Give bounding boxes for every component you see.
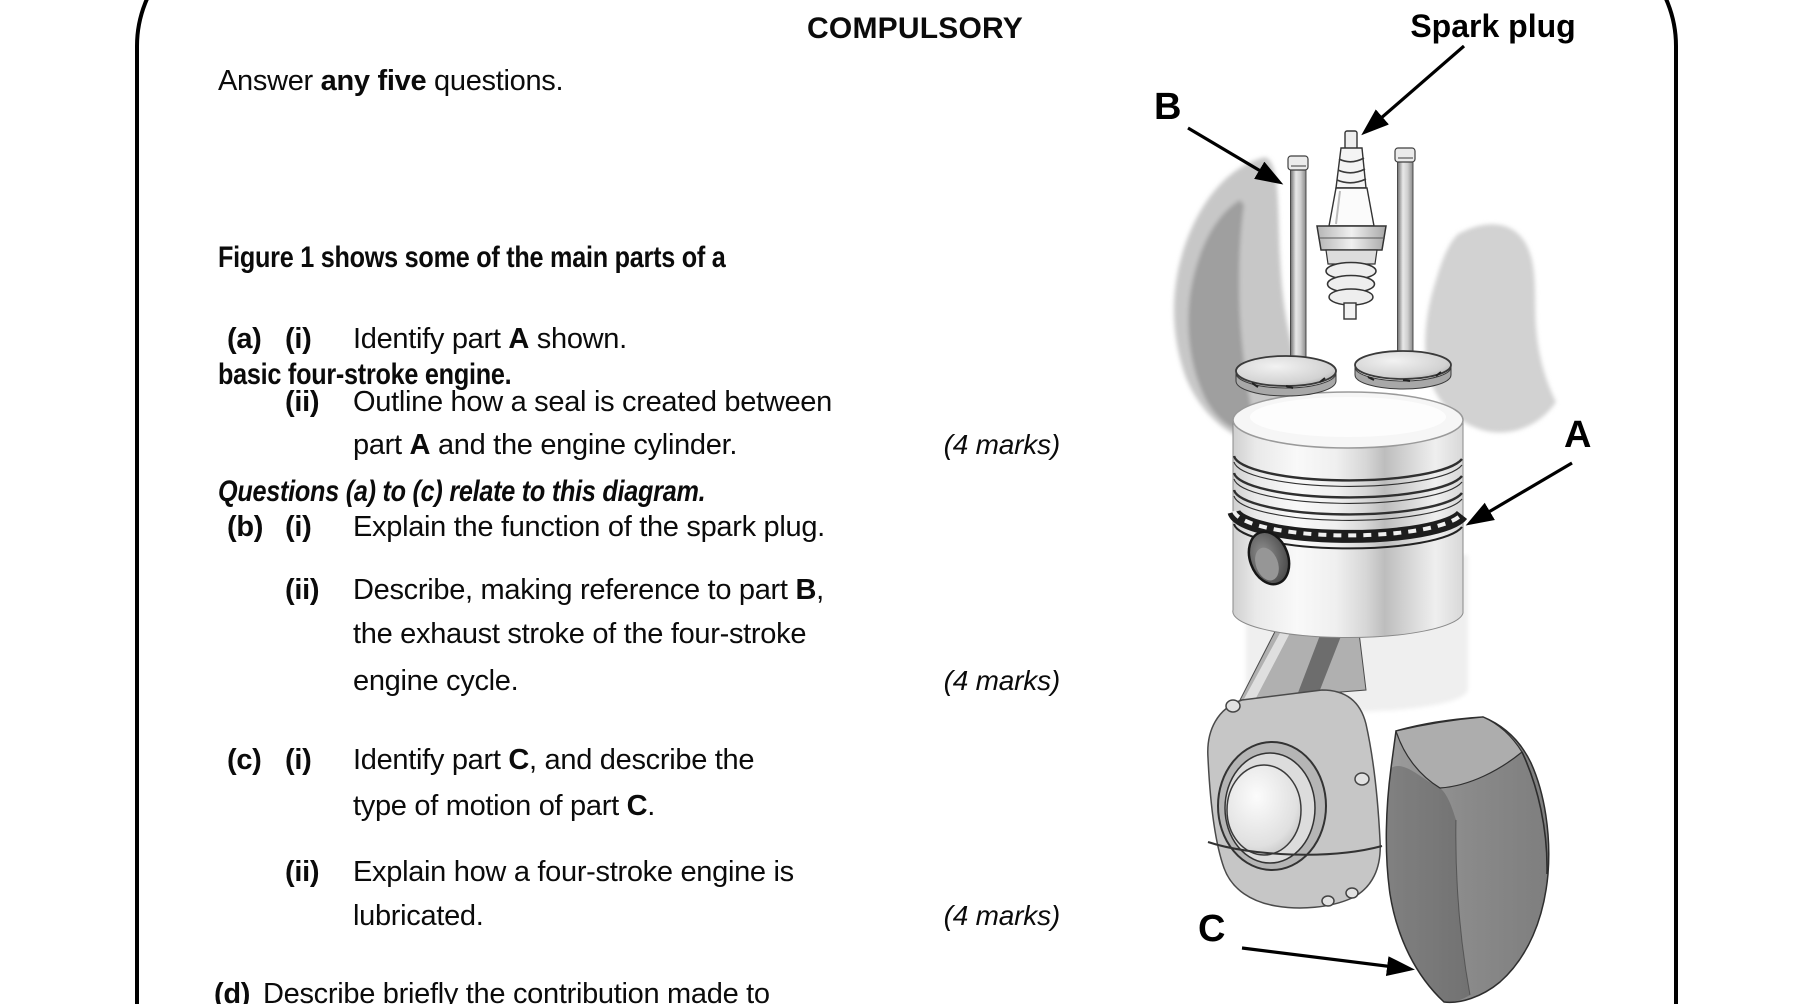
port-shadows [1173, 157, 1556, 446]
instruction-bold: any five [320, 65, 427, 97]
question-line: the exhaust stroke of the four-stroke [227, 614, 1078, 654]
page-title: COMPULSORY [807, 12, 1023, 45]
part-b-arrow [1187, 126, 1284, 185]
piston [1227, 391, 1468, 639]
wrist-pin-hole [1247, 530, 1291, 586]
instruction-post: questions. [426, 65, 564, 97]
question-text: Describe briefly the contribution made t… [263, 978, 770, 1004]
question-text: Describe, making reference to part B, [353, 574, 824, 606]
question-label: (d) [214, 978, 251, 1004]
question-line: (ii) Describe, making reference to part … [227, 570, 1078, 610]
question-number: (i) [285, 323, 312, 355]
valve-b-head [1235, 355, 1337, 397]
crankshaft-counterweight [1385, 716, 1550, 1004]
question-text: part A and the engine cylinder. [353, 429, 738, 461]
instruction-line: Answer any five questions. [218, 61, 564, 101]
question-label: (c) [227, 744, 262, 776]
question-number: (ii) [285, 574, 320, 606]
figure-caption: Figure 1 shows some of the main parts of… [218, 160, 726, 589]
valve-b-stem [1287, 155, 1309, 383]
figure-caption-line2: basic four-stroke engine. [218, 358, 512, 391]
part-b-label: B [1154, 86, 1182, 128]
pointer-arrows [1187, 45, 1573, 977]
question-text: Identify part C, and describe the [353, 744, 755, 776]
part-c-label: C [1198, 908, 1226, 950]
question-number: (i) [285, 744, 312, 776]
marks-badge: (4 marks) [943, 429, 1061, 460]
valve-right-stem [1394, 147, 1416, 372]
part-a-arrow [1465, 461, 1573, 526]
spark-plug-arrow [1361, 45, 1466, 136]
question-line: engine cycle. (4 marks) [227, 661, 1078, 701]
valve-right-head [1354, 350, 1452, 390]
part-a-label: A [1564, 414, 1592, 456]
question-text: the exhaust stroke of the four-stroke [353, 618, 807, 650]
question-number: (ii) [285, 386, 320, 418]
question-line: type of motion of part C. [227, 786, 1078, 826]
question-text: lubricated. [353, 900, 484, 932]
question-text: engine cycle. [353, 665, 519, 697]
spark-plug-drawing [1316, 130, 1387, 320]
question-line: (a) (i) Identify part A shown. [227, 319, 1078, 359]
question-line: (b) (i) Explain the function of the spar… [227, 507, 1078, 547]
instruction-pre: Answer [218, 65, 321, 97]
marks-badge: (4 marks) [943, 665, 1061, 696]
question-label: (b) [227, 511, 264, 543]
question-line: (ii) Outline how a seal is created betwe… [227, 382, 1078, 422]
figure-caption-line1: Figure 1 shows some of the main parts of… [218, 241, 726, 274]
question-line: (ii) Explain how a four-stroke engine is [227, 852, 1078, 892]
question-text: type of motion of part C. [353, 790, 656, 822]
marks-badge: (4 marks) [943, 900, 1061, 931]
piston-rings [1227, 455, 1468, 550]
connecting-rod-big-end [1207, 689, 1383, 909]
figure-caption-line3: Questions (a) to (c) relate to this diag… [218, 475, 706, 508]
question-line: (d) Describe briefly the contribution ma… [214, 974, 1078, 1004]
question-line: (c) (i) Identify part C, and describe th… [227, 740, 1078, 780]
engine-figure [1173, 45, 1573, 1004]
part-c-arrow [1241, 946, 1415, 977]
question-text: Identify part A shown. [353, 323, 627, 355]
question-number: (ii) [285, 856, 320, 888]
spark-plug-label: Spark plug [1410, 8, 1576, 44]
question-text: Explain the function of the spark plug. [353, 511, 825, 543]
question-text: Explain how a four-stroke engine is [353, 856, 794, 888]
page-border [135, 0, 1678, 1004]
question-label: (a) [227, 323, 262, 355]
question-text: Outline how a seal is created between [353, 386, 832, 418]
question-number: (i) [285, 511, 312, 543]
question-line: part A and the engine cylinder. (4 marks… [227, 425, 1078, 465]
question-line: lubricated. (4 marks) [227, 896, 1078, 936]
